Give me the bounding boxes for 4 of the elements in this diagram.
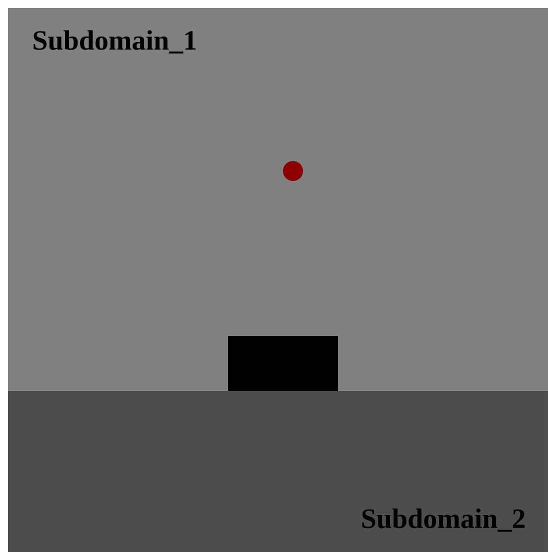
subdomain-region: Subdomain_2 bbox=[8, 391, 548, 552]
obstacle-block bbox=[228, 336, 338, 391]
subdomain-region: Subdomain_1 bbox=[8, 8, 548, 391]
particle-dot bbox=[283, 161, 303, 181]
